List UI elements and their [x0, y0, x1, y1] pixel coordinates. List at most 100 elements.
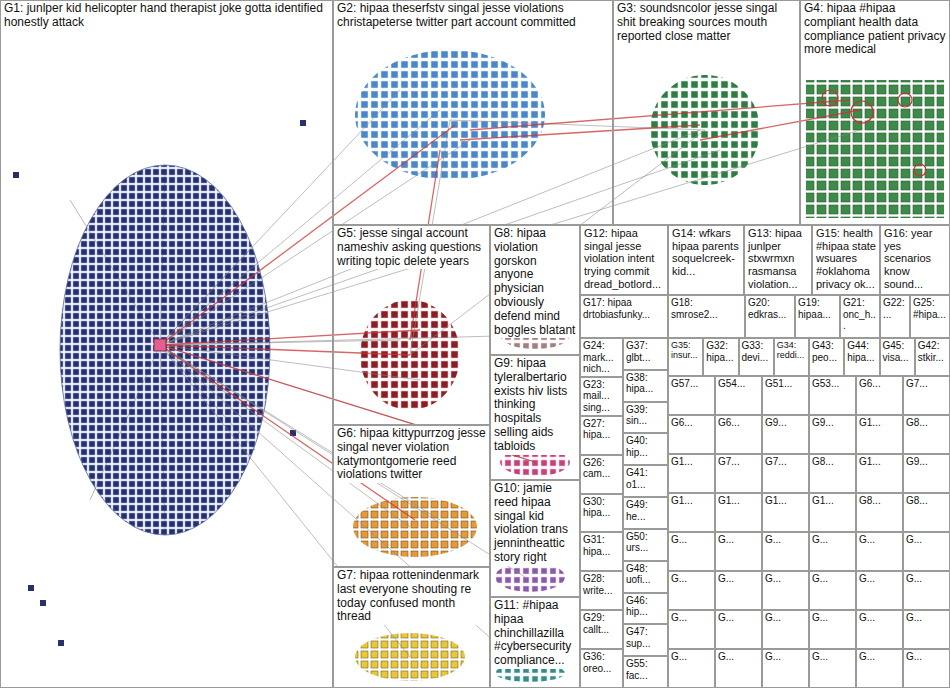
group-box: G18: smrose2... — [668, 295, 745, 338]
group-box: G2: hipaa theserfstv singal jesse violat… — [333, 0, 613, 225]
group-label: G... — [669, 572, 714, 586]
vertex-cluster — [60, 165, 270, 535]
vertex-cluster — [495, 562, 565, 592]
group-label: G39: sin... — [624, 403, 667, 428]
group-box: G49: he... — [623, 497, 668, 529]
group-box: G1... — [668, 454, 715, 493]
group-label: G19: hipaa... — [796, 296, 839, 321]
group-box: G55: fac... — [623, 656, 668, 688]
group-box: G32: hipa... — [703, 338, 738, 376]
group-label: G9... — [810, 416, 855, 430]
group-label: G42: stkir... — [916, 339, 949, 364]
group-label: G... — [716, 611, 761, 625]
group-box: G48: uofi... — [623, 561, 668, 593]
group-box: G47: sup... — [623, 624, 668, 656]
vertex — [300, 120, 306, 126]
group-box: G1... — [856, 415, 903, 454]
group-label: G1... — [669, 494, 714, 508]
group-box: G... — [762, 610, 809, 649]
group-box: G15: health #hipaa state wsuares #oklaho… — [812, 225, 880, 295]
group-label: G12: hipaa singal jesse violation intent… — [581, 226, 667, 291]
group-box: G9... — [903, 454, 950, 493]
group-box: G... — [715, 649, 762, 688]
group-box: G1... — [668, 493, 715, 532]
group-label: G... — [857, 650, 902, 664]
group-label: G... — [669, 533, 714, 547]
group-box: G27: hipa... — [580, 416, 623, 455]
network-edge — [160, 330, 420, 345]
group-box: G9: hipaa tyleralbertario exists hiv lis… — [490, 355, 580, 480]
group-label: G8... — [904, 416, 949, 430]
group-box: G19: hipaa... — [795, 295, 840, 338]
group-label: G... — [810, 611, 855, 625]
group-label: G... — [716, 650, 761, 664]
group-box: G38: hipa... — [623, 370, 668, 402]
group-box: G... — [715, 610, 762, 649]
group-label: G49: he... — [624, 498, 667, 523]
group-box: G1... — [762, 493, 809, 532]
group-box: G... — [762, 532, 809, 571]
group-box: G12: hipaa singal jesse violation intent… — [580, 225, 668, 295]
group-box: G... — [856, 610, 903, 649]
group-label: G25: #hipa... — [911, 296, 949, 321]
group-box: G... — [715, 571, 762, 610]
group-box: G... — [762, 649, 809, 688]
group-label: G23: mail... sing... — [581, 378, 622, 415]
group-label: G... — [904, 611, 949, 625]
group-box: G... — [809, 571, 856, 610]
group-box: G1... — [715, 493, 762, 532]
network-edge — [160, 345, 420, 380]
group-box: G23: mail... sing... — [580, 377, 623, 416]
group-label: G30: hipa... — [581, 495, 622, 520]
group-box: G... — [903, 532, 950, 571]
group-label: G7... — [763, 455, 808, 469]
group-label: G6... — [669, 416, 714, 430]
group-label: G8... — [904, 494, 949, 508]
group-label: G... — [716, 572, 761, 586]
group-label: G8: hipaa violation gorskon anyone physi… — [491, 226, 579, 338]
group-box: G28: write... — [580, 571, 623, 610]
group-label: G... — [810, 650, 855, 664]
group-box: G14: wfkars hipaa parents soquelcreek-ki… — [668, 225, 744, 295]
network-edge — [700, 110, 860, 140]
group-label: G40: hip... — [624, 434, 667, 459]
vertex-cluster — [355, 50, 545, 180]
group-label: G36: oreo... — [581, 650, 622, 675]
group-box: G50: urs... — [623, 529, 668, 561]
vertex — [13, 172, 19, 178]
group-box: G7... — [762, 454, 809, 493]
group-label: G1... — [716, 494, 761, 508]
network-edge — [470, 100, 850, 130]
group-label: G9... — [904, 455, 949, 469]
group-box: G11: #hipaa hipaa chinchillazilla #cyber… — [490, 597, 580, 688]
group-label: G35: insur... — [669, 339, 702, 362]
group-box: G... — [903, 571, 950, 610]
group-label: G7... — [904, 377, 949, 391]
group-label: G8... — [810, 455, 855, 469]
group-box: G... — [668, 610, 715, 649]
group-label: G... — [857, 611, 902, 625]
group-box: G26: cam... — [580, 455, 623, 494]
group-label: G28: write... — [581, 572, 622, 597]
group-box: G41: o1... — [623, 465, 668, 497]
group-label: G32: hipa... — [704, 339, 737, 364]
group-box: G22: ... — [880, 295, 910, 338]
group-label: G... — [763, 611, 808, 625]
group-box: G37: glbt... — [623, 338, 668, 370]
group-box: G... — [668, 571, 715, 610]
group-box: G24: mark... nich... — [580, 338, 623, 377]
vertex — [28, 585, 34, 591]
group-box: G... — [903, 649, 950, 688]
group-label: G3: soundsncolor jesse singal shit break… — [614, 1, 799, 44]
group-label: G51... — [763, 377, 808, 391]
group-label: G34: reddi... — [775, 339, 808, 362]
group-label: G31: hipa... — [581, 533, 622, 558]
group-label: G26: cam... — [581, 456, 622, 481]
group-box: G46: hip... — [623, 593, 668, 625]
group-label: G5: jesse singal account nameshiv asking… — [334, 226, 489, 269]
vertex-ring — [898, 93, 912, 107]
vertex-ring — [914, 164, 926, 176]
group-label: G53... — [810, 377, 855, 391]
group-label: G... — [669, 650, 714, 664]
